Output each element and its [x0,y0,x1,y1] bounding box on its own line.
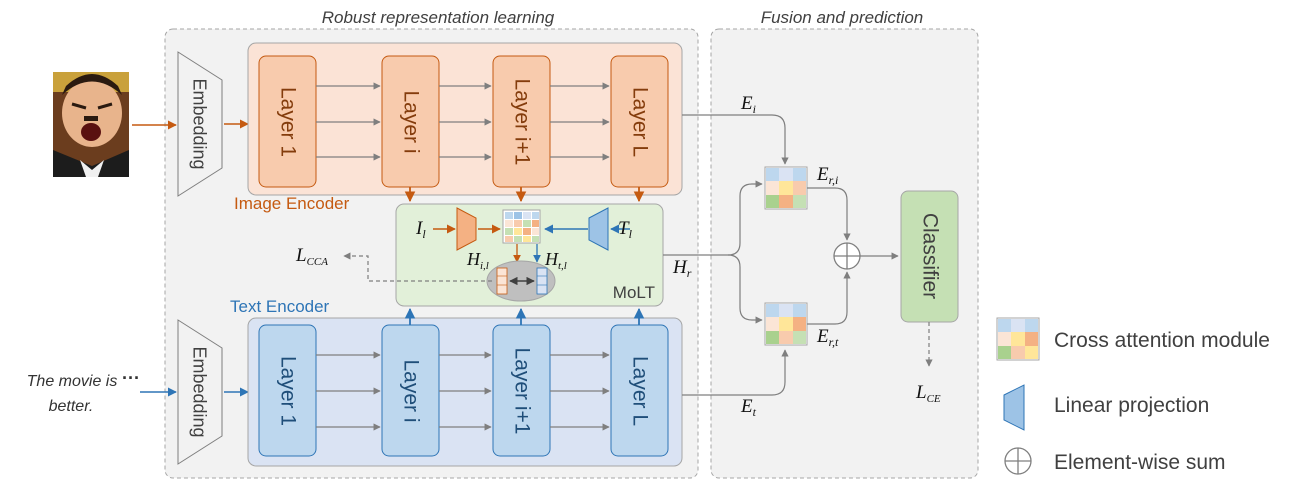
image-layer-i-label: Layer i [399,90,422,153]
image-encoder-label: Image Encoder [234,194,350,213]
legend-linear-projection-label: Linear projection [1054,394,1209,417]
text-layer-connectors [316,351,610,431]
Hr-to-lower-arrow [727,254,763,324]
image-embedding: Embedding [177,51,223,197]
molt-Ht-label: Ht,l [544,249,567,272]
text-input-line2: better. [49,398,94,415]
text-layer-1-label: Layer 1 [276,356,299,426]
text-to-molt-arrows [404,307,645,325]
Et-arrow [682,349,789,396]
image-linear-projection-icon [456,207,477,251]
cca-alignment-ellipse [486,260,556,302]
image-layer-1-label: Layer 1 [276,87,299,157]
text-input-line1: The movie is [27,373,118,390]
element-wise-sum-icon [833,242,861,270]
text-embedding-label: Embedding [189,346,209,437]
text-linear-projection-icon [588,207,609,251]
Ei-label: Ei [740,93,756,116]
legend-element-wise-sum-icon [1004,447,1032,475]
upper-cross-attention-icon [764,166,808,210]
image-layer-L-label: Layer L [628,87,651,157]
Et-label: Et [740,396,757,419]
Hr-to-upper-arrow [663,180,763,256]
image-layer-connectors [316,82,610,161]
Ei-arrow [682,114,789,165]
text-layers: Layer 1 Layer i Layer i+1 Layer L [258,324,669,457]
section-title-left: Robust representation learning [322,8,555,27]
legend-linear-projection-icon [1003,384,1025,431]
text-layer-i-label: Layer i [399,359,422,422]
legend-cross-attention-label: Cross attention module [1054,329,1270,352]
Eri-label: Er,i [816,164,838,187]
molt-T-label: Tl [618,218,633,241]
Ert-label: Er,t [816,326,839,349]
image-layer-i1-label: Layer i+1 [510,79,533,166]
text-encoder-label: Text Encoder [230,297,330,316]
cca-loss-arrow [343,252,492,282]
text-layer-i1-label: Layer i+1 [510,348,533,435]
Hr-label: Hr [672,257,692,280]
image-to-molt-arrows [404,187,645,203]
text-layer-L-label: Layer L [628,356,651,426]
legend: Cross attention module Linear projection… [996,317,1270,475]
input-image [53,72,129,177]
Eri-to-sum-arrow [807,187,851,241]
Ert-to-sum-arrow [807,271,851,325]
lower-cross-attention-icon [764,302,808,346]
molt-cross-attention-icon [502,209,541,244]
image-embedding-label: Embedding [189,78,209,169]
section-title-right: Fusion and prediction [761,8,924,27]
ce-loss-label: LCE [915,382,941,405]
legend-element-wise-sum-label: Element-wise sum [1054,451,1226,474]
image-layers: Layer 1 Layer i Layer i+1 Layer L [258,55,669,188]
text-embedding: Embedding [177,319,223,465]
molt-I-label: Il [415,218,426,241]
molt-Hi-label: Hi,l [466,249,489,272]
classifier-label: Classifier [918,213,941,299]
text-input-ellipsis: ··· [122,368,140,388]
cca-loss-label: LCCA [295,245,328,268]
molt-label: MoLT [613,283,655,302]
legend-cross-attention-icon [996,317,1040,361]
